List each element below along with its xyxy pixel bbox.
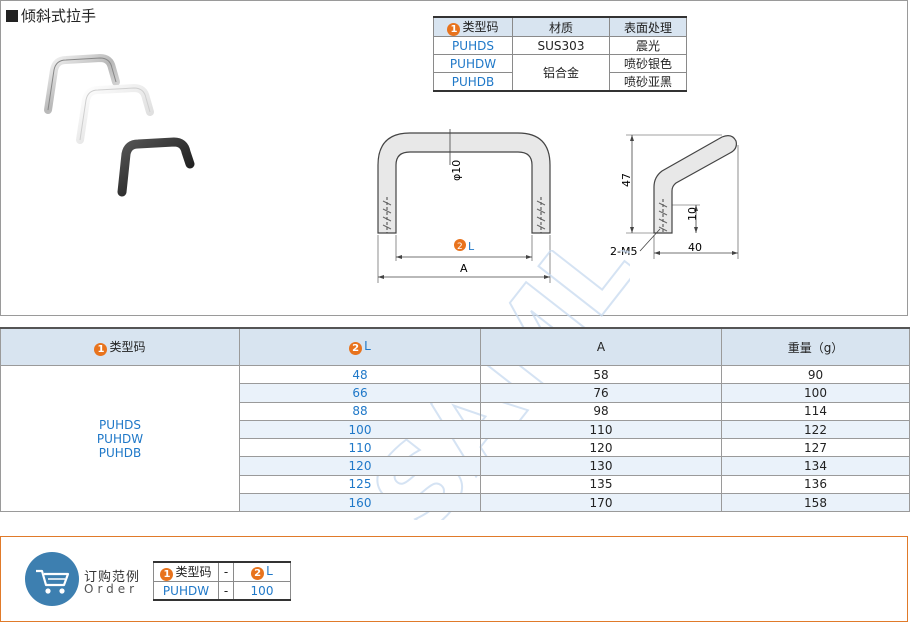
a-label: A — [460, 262, 468, 275]
w40-label: 40 — [688, 241, 702, 254]
order-subtitle: Order — [84, 582, 139, 596]
l-cell: 66 — [239, 383, 481, 403]
weight-cell: 122 — [721, 419, 910, 440]
weight-cell: 90 — [721, 364, 910, 385]
l-cell: 48 — [239, 364, 481, 385]
product-image — [44, 53, 195, 197]
page-title: 倾斜式拉手 — [6, 5, 96, 26]
l-cell: 100 — [239, 419, 481, 440]
a-cell: 110 — [480, 419, 722, 440]
h47-label: 47 — [620, 173, 633, 187]
order-code-value: PUHDW — [153, 581, 219, 601]
l-cell: 125 — [239, 474, 481, 495]
header-surface: 表面处理 — [609, 16, 687, 37]
code-item: PUHDW — [96, 431, 144, 446]
code-item: PUHDB — [98, 445, 142, 460]
weight-cell: 100 — [721, 383, 910, 403]
header-material: 材质 — [512, 16, 610, 37]
h10-label: 10 — [686, 207, 699, 221]
side-view-drawing: 47 10 40 2-M5 — [610, 134, 739, 259]
cart-icon — [25, 552, 79, 606]
front-view-drawing: φ10 2 L A — [377, 129, 551, 283]
weight-cell: 158 — [721, 493, 910, 513]
a-cell: 170 — [480, 493, 722, 513]
header-a: A — [480, 328, 722, 366]
l-num-badge — [454, 239, 466, 251]
code-cell: PUHDB — [433, 72, 513, 92]
code-cell: PUHDS — [433, 36, 513, 55]
top-panel — [0, 0, 908, 316]
l-cell: 110 — [239, 438, 481, 458]
l-num-text: 2 — [457, 242, 463, 252]
surface-cell: 喷砂亚黑 — [609, 72, 687, 92]
order-l-value: 100 — [233, 581, 291, 601]
a-cell: 120 — [480, 438, 722, 458]
header-weight: 重量（g） — [721, 328, 910, 366]
weight-cell: 127 — [721, 438, 910, 458]
dia-label: φ10 — [450, 160, 463, 181]
a-cell: 76 — [480, 383, 722, 403]
weight-cell: 136 — [721, 474, 910, 495]
material-cell: SUS303 — [512, 36, 610, 55]
order-title: 订购范例 — [84, 570, 141, 585]
order-example-box — [0, 536, 908, 622]
surface-cell: 喷砂银色 — [609, 54, 687, 73]
m5-label: 2-M5 — [610, 245, 637, 258]
weight-cell: 134 — [721, 456, 910, 476]
order-dash: - — [218, 581, 234, 601]
material-cell: 铝合金 — [512, 54, 610, 92]
order-dash: - — [218, 561, 234, 582]
l-cell: 120 — [239, 456, 481, 476]
a-cell: 135 — [480, 474, 722, 495]
a-cell: 130 — [480, 456, 722, 476]
surface-cell: 震光 — [609, 36, 687, 55]
l-label: L — [468, 240, 475, 253]
a-cell: 98 — [480, 401, 722, 421]
l-cell: 88 — [239, 401, 481, 421]
a-cell: 58 — [480, 364, 722, 385]
l-cell: 160 — [239, 493, 481, 513]
code-cell: PUHDW — [433, 54, 513, 73]
weight-cell: 114 — [721, 401, 910, 421]
code-item: PUHDS — [99, 417, 141, 432]
